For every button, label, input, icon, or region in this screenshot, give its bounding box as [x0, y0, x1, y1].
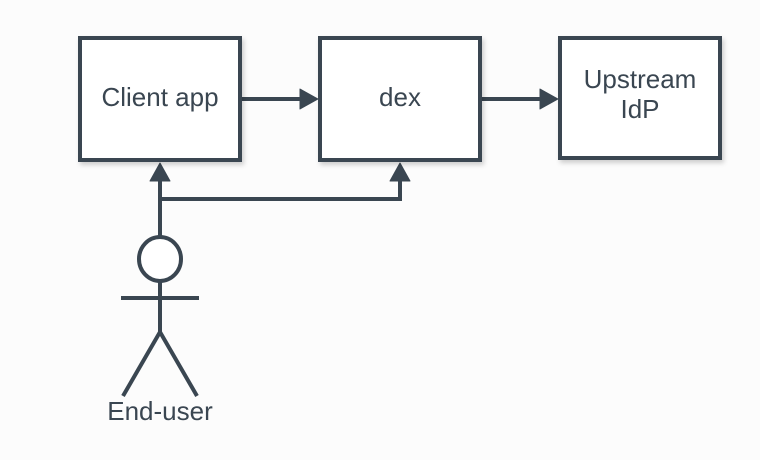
- node-upstream-idp-label-line1: Upstream: [584, 64, 697, 94]
- node-dex: dex: [318, 36, 482, 162]
- actor-label: End-user: [107, 396, 213, 426]
- actor-end-user: End-user: [107, 235, 213, 426]
- node-client-app-label: Client app: [101, 82, 218, 112]
- node-upstream-idp-label-line2: IdP: [620, 94, 659, 124]
- node-upstream-idp-box: [558, 36, 722, 160]
- edge-user-to-dex: [160, 162, 411, 201]
- edge-dex-to-idp: [482, 88, 559, 110]
- actor-legs-icon: [121, 330, 199, 398]
- node-dex-box: [318, 36, 482, 162]
- actor-head-icon: [137, 235, 183, 283]
- arrowhead-up-icon: [389, 162, 411, 182]
- node-client-app-box: [78, 36, 242, 162]
- node-dex-label: dex: [379, 82, 421, 112]
- edge-user-to-client: [149, 162, 171, 237]
- node-client-app: Client app: [78, 36, 242, 162]
- node-upstream-idp: Upstream IdP: [558, 36, 722, 160]
- edge-client-to-dex: [242, 88, 319, 110]
- arrowhead-right-icon: [299, 88, 319, 110]
- edge-user-to-dex-line: [160, 181, 402, 201]
- arrowhead-up-icon: [149, 162, 171, 182]
- arrowhead-right-icon: [539, 88, 559, 110]
